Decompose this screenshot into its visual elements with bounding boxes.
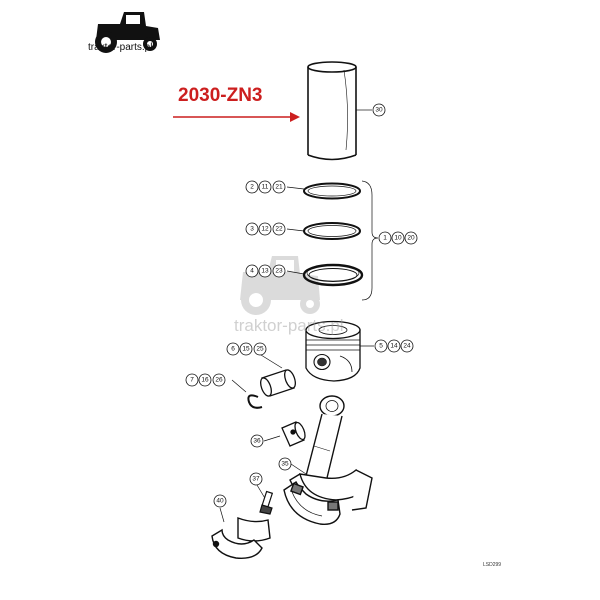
circlip [247, 394, 263, 409]
svg-text:35: 35 [281, 461, 289, 468]
small-end-bush [281, 421, 306, 447]
callout-connecting-rod: 35 [278, 457, 292, 471]
piston-ring-second [303, 222, 361, 240]
svg-text:7: 7 [190, 377, 194, 384]
svg-text:3: 3 [250, 226, 254, 233]
red-pointer-arrow [173, 112, 300, 122]
svg-text:25: 25 [256, 346, 264, 353]
svg-text:21: 21 [275, 184, 283, 191]
connecting-rod [289, 395, 373, 511]
piston [305, 320, 361, 382]
svg-text:10: 10 [394, 235, 402, 242]
cylinder-liner [307, 61, 357, 161]
ring-leader-lines [219, 180, 379, 523]
callout-bearing-shells: 40 [213, 494, 227, 508]
svg-text:14: 14 [390, 343, 398, 350]
svg-text:13: 13 [261, 268, 269, 275]
svg-text:37: 37 [252, 476, 260, 483]
svg-text:5: 5 [379, 343, 383, 350]
svg-text:40: 40 [216, 498, 224, 505]
svg-text:1: 1 [383, 235, 387, 242]
svg-text:12: 12 [261, 226, 269, 233]
svg-text:23: 23 [275, 268, 283, 275]
logo-text: traktor-parts.pl [88, 42, 153, 53]
svg-text:11: 11 [262, 184, 269, 191]
rod-bolt [259, 490, 274, 515]
tractor-logo-icon [95, 12, 160, 53]
callout-liner-label: 30 [375, 107, 383, 114]
watermark-text: traktor-parts.pl [234, 316, 344, 335]
piston-ring-top [303, 182, 361, 200]
piston-pin [260, 369, 296, 397]
svg-text:15: 15 [242, 346, 250, 353]
svg-text:22: 22 [275, 226, 283, 233]
callout-piston: 5 14 24 [374, 339, 414, 353]
bearing-shells [211, 516, 271, 559]
callout-small-end-bush: 36 [250, 434, 264, 448]
connecting-rod-cap [283, 480, 341, 525]
svg-text:36: 36 [253, 438, 261, 445]
svg-text:26: 26 [215, 377, 223, 384]
callout-circlip: 7 16 26 [185, 373, 226, 387]
callout-rod-bolt: 37 [249, 472, 263, 486]
svg-text:6: 6 [231, 346, 235, 353]
svg-text:24: 24 [403, 343, 411, 350]
svg-text:4: 4 [250, 268, 254, 275]
callout-ring-second: 3 12 22 [245, 222, 286, 236]
drawing-id: LSD299 [483, 562, 502, 568]
svg-text:16: 16 [201, 377, 209, 384]
callout-ring-oil: 4 13 23 [245, 264, 286, 278]
callout-pin: 6 15 25 [226, 342, 267, 356]
svg-text:20: 20 [407, 235, 415, 242]
callout-ring-top: 2 11 21 [245, 180, 286, 194]
svg-text:2: 2 [250, 184, 254, 191]
callout-liner: 30 [372, 103, 386, 117]
piston-ring-oil [302, 263, 364, 287]
part-code-label: 2030-ZN3 [178, 85, 263, 106]
callout-ring-set: 1 10 20 [378, 231, 418, 245]
